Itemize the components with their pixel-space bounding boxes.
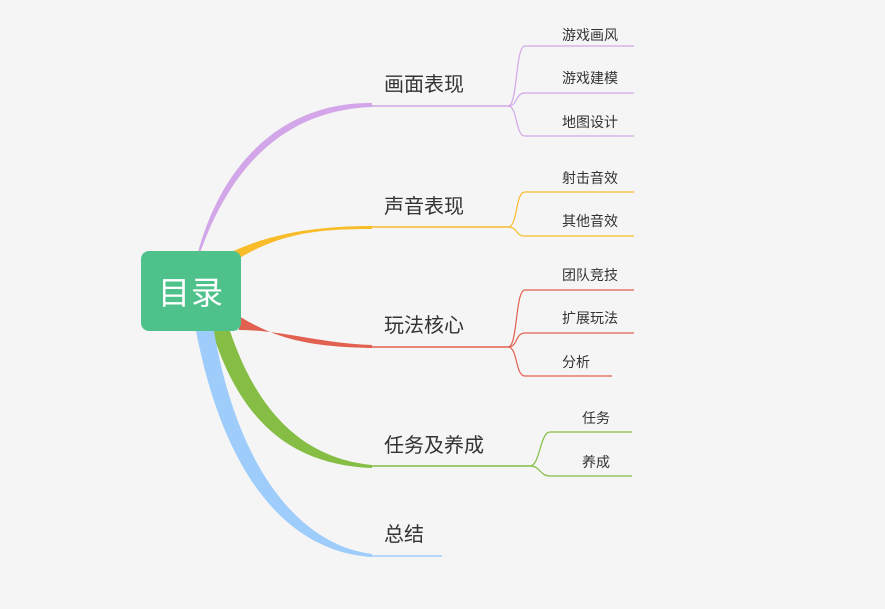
leaf-connector-2-2 <box>507 226 634 237</box>
leaf-label-4-1[interactable]: 任务 <box>582 411 610 427</box>
leaf-connector-4-2 <box>529 465 632 477</box>
branch-trunk-2 <box>227 226 372 262</box>
leaf-connector-3-2 <box>507 332 634 348</box>
branch-trunk-5 <box>196 331 372 557</box>
branch-trunk-1 <box>197 102 372 256</box>
leaf-connector-2-1 <box>507 191 634 228</box>
leaf-label-3-2[interactable]: 扩展玩法 <box>562 311 618 327</box>
branch-label-1[interactable]: 画面表现 <box>384 72 464 96</box>
branch-label-5[interactable]: 总结 <box>384 522 424 546</box>
leaf-label-1-1[interactable]: 游戏画风 <box>562 28 618 44</box>
branch-label-4[interactable]: 任务及养成 <box>384 433 484 457</box>
leaf-connector-3-1 <box>507 289 634 348</box>
branch-label-2[interactable]: 声音表现 <box>384 194 464 218</box>
root-node[interactable]: 目录 <box>141 251 241 331</box>
leaf-label-1-3[interactable]: 地图设计 <box>562 115 618 131</box>
leaf-connector-1-1 <box>507 45 634 107</box>
leaf-connector-4-1 <box>529 431 632 467</box>
leaf-connector-3-3 <box>507 346 612 377</box>
branch-trunk-4 <box>212 331 372 468</box>
leaf-label-3-3[interactable]: 分析 <box>562 355 590 371</box>
leaf-label-2-1[interactable]: 射击音效 <box>562 171 618 187</box>
leaf-label-4-2[interactable]: 养成 <box>582 455 610 471</box>
branch-label-3[interactable]: 玩法核心 <box>384 313 464 337</box>
leaf-label-3-1[interactable]: 团队竞技 <box>562 268 618 284</box>
branch-trunk-3 <box>239 316 372 348</box>
leaf-connector-1-3 <box>507 105 634 137</box>
leaf-label-2-2[interactable]: 其他音效 <box>562 214 618 230</box>
leaf-label-1-2[interactable]: 游戏建模 <box>562 71 618 87</box>
leaf-connector-1-2 <box>507 92 634 107</box>
